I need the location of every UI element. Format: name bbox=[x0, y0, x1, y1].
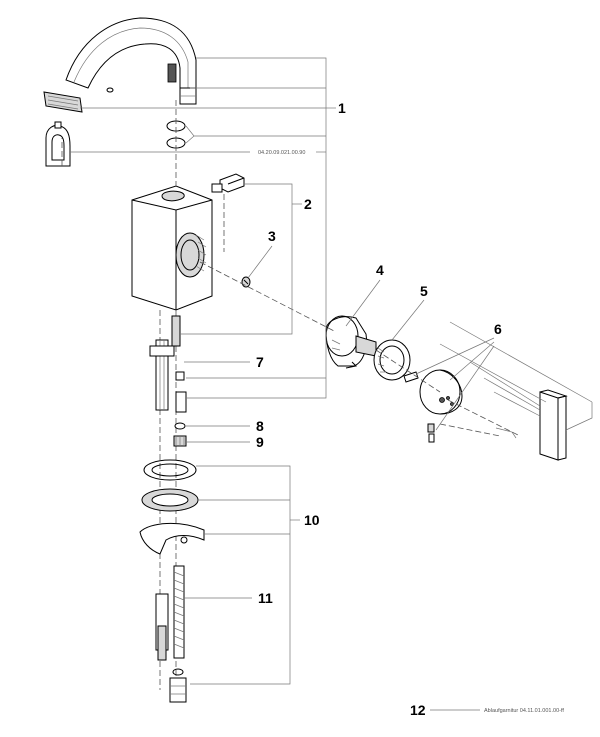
part-9-nut bbox=[173, 435, 187, 447]
callout-4: 4 bbox=[376, 262, 384, 278]
aerator bbox=[43, 91, 83, 113]
part-2-insert bbox=[211, 173, 245, 193]
handle-screw bbox=[403, 371, 419, 383]
part-6-handle bbox=[419, 369, 463, 415]
part-11-flex-hoses bbox=[155, 565, 187, 703]
callout-11: 11 bbox=[258, 590, 273, 606]
set-screws bbox=[427, 423, 435, 443]
leader-lines bbox=[70, 57, 495, 711]
spout bbox=[65, 17, 197, 105]
part-5-ring-nut bbox=[373, 339, 411, 381]
callout-6: 6 bbox=[494, 321, 502, 337]
callout-7: 7 bbox=[256, 354, 264, 370]
part-3-screw bbox=[241, 276, 251, 288]
callout-1: 1 bbox=[338, 100, 346, 116]
aerator-key bbox=[45, 121, 71, 167]
supply-hoses bbox=[149, 315, 187, 413]
callout-2: 2 bbox=[304, 196, 312, 212]
callout-10: 10 bbox=[304, 512, 320, 528]
callout-3: 3 bbox=[268, 228, 276, 244]
aerator-reference-text: 04.20.09.021.00.90 bbox=[258, 150, 305, 156]
part-8-washer bbox=[174, 422, 186, 430]
mixer-body-block bbox=[131, 185, 213, 311]
callout-labels: 1 2 3 4 5 6 7 8 9 10 11 12 bbox=[256, 100, 502, 718]
callout-9: 9 bbox=[256, 434, 264, 450]
callout-5: 5 bbox=[420, 283, 428, 299]
lever-plate bbox=[495, 389, 568, 461]
part-4-cartridge bbox=[325, 315, 377, 369]
lever-guide-lines bbox=[439, 321, 593, 431]
spout-o-rings bbox=[166, 120, 186, 149]
part-10-gasket-set bbox=[139, 459, 205, 555]
drain-reference-text: Ablaufgarnitur 04.11.01.001.00-ff bbox=[484, 708, 564, 714]
callout-12: 12 bbox=[410, 702, 426, 718]
callout-8: 8 bbox=[256, 418, 264, 434]
